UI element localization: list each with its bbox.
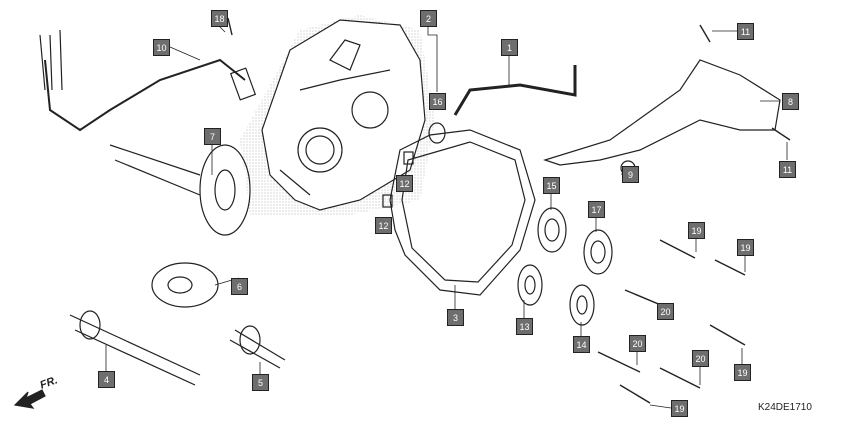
callout-16[interactable]: 16 xyxy=(429,93,446,110)
callout-19[interactable]: 19 xyxy=(734,364,751,381)
crankcase-cover-drawing xyxy=(240,15,435,215)
callout-14[interactable]: 14 xyxy=(573,336,590,353)
callout-4[interactable]: 4 xyxy=(98,371,115,388)
diagram-code: K24DE1710 xyxy=(758,402,812,413)
cover-drawing xyxy=(543,59,781,166)
callout-12[interactable]: 12 xyxy=(396,175,413,192)
callout-10[interactable]: 10 xyxy=(153,39,170,56)
callout-20[interactable]: 20 xyxy=(692,350,709,367)
callout-18[interactable]: 18 xyxy=(211,10,228,27)
callout-11[interactable]: 11 xyxy=(737,23,754,40)
bearings-drawing xyxy=(382,122,636,326)
gear-shaft-7-drawing xyxy=(109,144,201,196)
callout-15[interactable]: 15 xyxy=(543,177,560,194)
gasket-drawing xyxy=(389,129,536,296)
callout-19[interactable]: 19 xyxy=(737,239,754,256)
callout-1[interactable]: 1 xyxy=(501,39,518,56)
bolts-drawing xyxy=(227,17,791,404)
pinion-5-drawing xyxy=(229,329,286,369)
callout-19[interactable]: 19 xyxy=(671,400,688,417)
callout-19[interactable]: 19 xyxy=(688,222,705,239)
front-arrow-icon xyxy=(13,389,46,409)
callout-8[interactable]: 8 xyxy=(782,93,799,110)
callout-20[interactable]: 20 xyxy=(629,335,646,352)
callout-2[interactable]: 2 xyxy=(420,10,437,27)
callout-12[interactable]: 12 xyxy=(375,217,392,234)
callout-11[interactable]: 11 xyxy=(779,161,796,178)
callout-13[interactable]: 13 xyxy=(516,318,533,335)
gear-6-drawing xyxy=(151,262,219,308)
shaft-4-drawing xyxy=(69,314,201,386)
callout-6[interactable]: 6 xyxy=(231,278,248,295)
tube-drawing xyxy=(453,65,577,116)
harness-drawing xyxy=(44,58,246,132)
callout-17[interactable]: 17 xyxy=(588,201,605,218)
callout-5[interactable]: 5 xyxy=(252,374,269,391)
callout-20[interactable]: 20 xyxy=(657,303,674,320)
callout-3[interactable]: 3 xyxy=(447,309,464,326)
leader-lines xyxy=(105,25,788,409)
callout-7[interactable]: 7 xyxy=(204,128,221,145)
callout-9[interactable]: 9 xyxy=(622,166,639,183)
